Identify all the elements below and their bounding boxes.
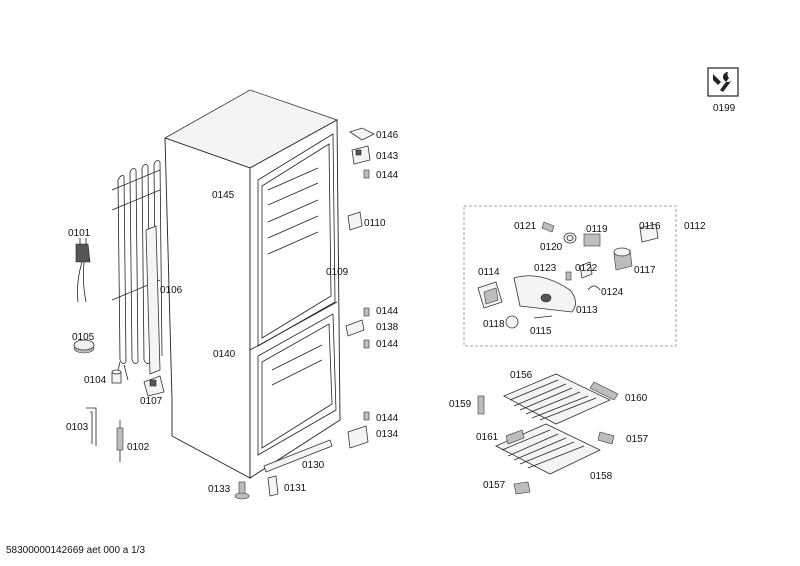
label-0122: 0122	[575, 263, 598, 274]
label-0130: 0130	[302, 460, 325, 471]
label-0119: 0119	[586, 224, 608, 235]
label-0159: 0159	[449, 399, 472, 410]
label-0131: 0131	[284, 483, 307, 494]
clip-bracket	[143, 375, 165, 397]
filter-drier	[116, 420, 124, 462]
condenser-support-strip	[145, 225, 161, 375]
part-labels: 0199 0101 0106 0105 0104 0107 0103 0102 …	[66, 103, 736, 495]
screw-d	[363, 411, 370, 421]
label-0123: 0123	[534, 263, 557, 274]
label-0144-c: 0144	[376, 339, 399, 350]
capillary-tube	[86, 407, 97, 446]
label-0121: 0121	[514, 221, 537, 232]
label-0110: 0110	[364, 218, 386, 229]
foot-cover	[267, 475, 279, 497]
label-0114: 0114	[478, 267, 500, 278]
label-0158: 0158	[590, 471, 613, 482]
holder-0161	[505, 429, 525, 445]
label-0106: 0106	[160, 285, 183, 296]
label-0105: 0105	[72, 332, 95, 343]
label-0140: 0140	[213, 349, 236, 360]
middle-hinge	[345, 319, 365, 337]
hinge-top	[351, 145, 371, 165]
label-0145: 0145	[212, 190, 235, 201]
label-0115: 0115	[530, 326, 552, 337]
cylinder-part	[111, 369, 122, 384]
label-0143: 0143	[376, 151, 399, 162]
fridge-cabinet	[164, 89, 341, 479]
round-connector	[73, 339, 95, 354]
door-bracket	[347, 211, 363, 231]
label-0138: 0138	[376, 322, 399, 333]
label-0117: 0117	[634, 265, 656, 276]
label-0104: 0104	[84, 375, 107, 386]
screw-c	[363, 339, 370, 349]
adjustable-foot	[234, 481, 250, 500]
cover-cap	[349, 127, 375, 141]
service-wrench-icon	[707, 67, 739, 97]
label-0102: 0102	[127, 442, 150, 453]
bottom-hinge	[347, 425, 369, 449]
label-0199: 0199	[713, 103, 736, 114]
power-cord	[75, 238, 91, 303]
screw-b	[363, 307, 370, 317]
label-0116: 0116	[639, 221, 661, 232]
label-0144-a: 0144	[376, 170, 399, 181]
screw-a	[363, 169, 370, 179]
label-0156: 0156	[510, 370, 533, 381]
label-0157-bottom: 0157	[483, 480, 506, 491]
label-0103: 0103	[66, 422, 89, 433]
clip-0157-bottom	[513, 481, 531, 495]
label-0146: 0146	[376, 130, 399, 141]
label-0101: 0101	[68, 228, 91, 239]
label-0120: 0120	[540, 242, 563, 253]
label-0160: 0160	[625, 393, 648, 404]
clip-0157-right	[597, 431, 615, 445]
evaporator-upper	[503, 373, 611, 425]
label-0124: 0124	[601, 287, 624, 298]
label-0133: 0133	[208, 484, 231, 495]
label-0118: 0118	[483, 319, 505, 330]
label-0134: 0134	[376, 429, 399, 440]
label-0107: 0107	[140, 396, 163, 407]
label-0161: 0161	[476, 432, 499, 443]
thermostat-group	[463, 205, 677, 347]
label-0144-d: 0144	[376, 413, 399, 424]
label-0157-right: 0157	[626, 434, 649, 445]
label-0113: 0113	[576, 305, 598, 316]
tube-0159	[477, 395, 485, 415]
lever-0160	[589, 381, 619, 401]
label-0109: 0109	[326, 267, 349, 278]
evaporator-lower	[495, 423, 601, 475]
document-footer: 58300000142669 aet 000 a 1/3	[6, 545, 146, 556]
label-0112: 0112	[684, 221, 706, 232]
label-0144-b: 0144	[376, 306, 399, 317]
